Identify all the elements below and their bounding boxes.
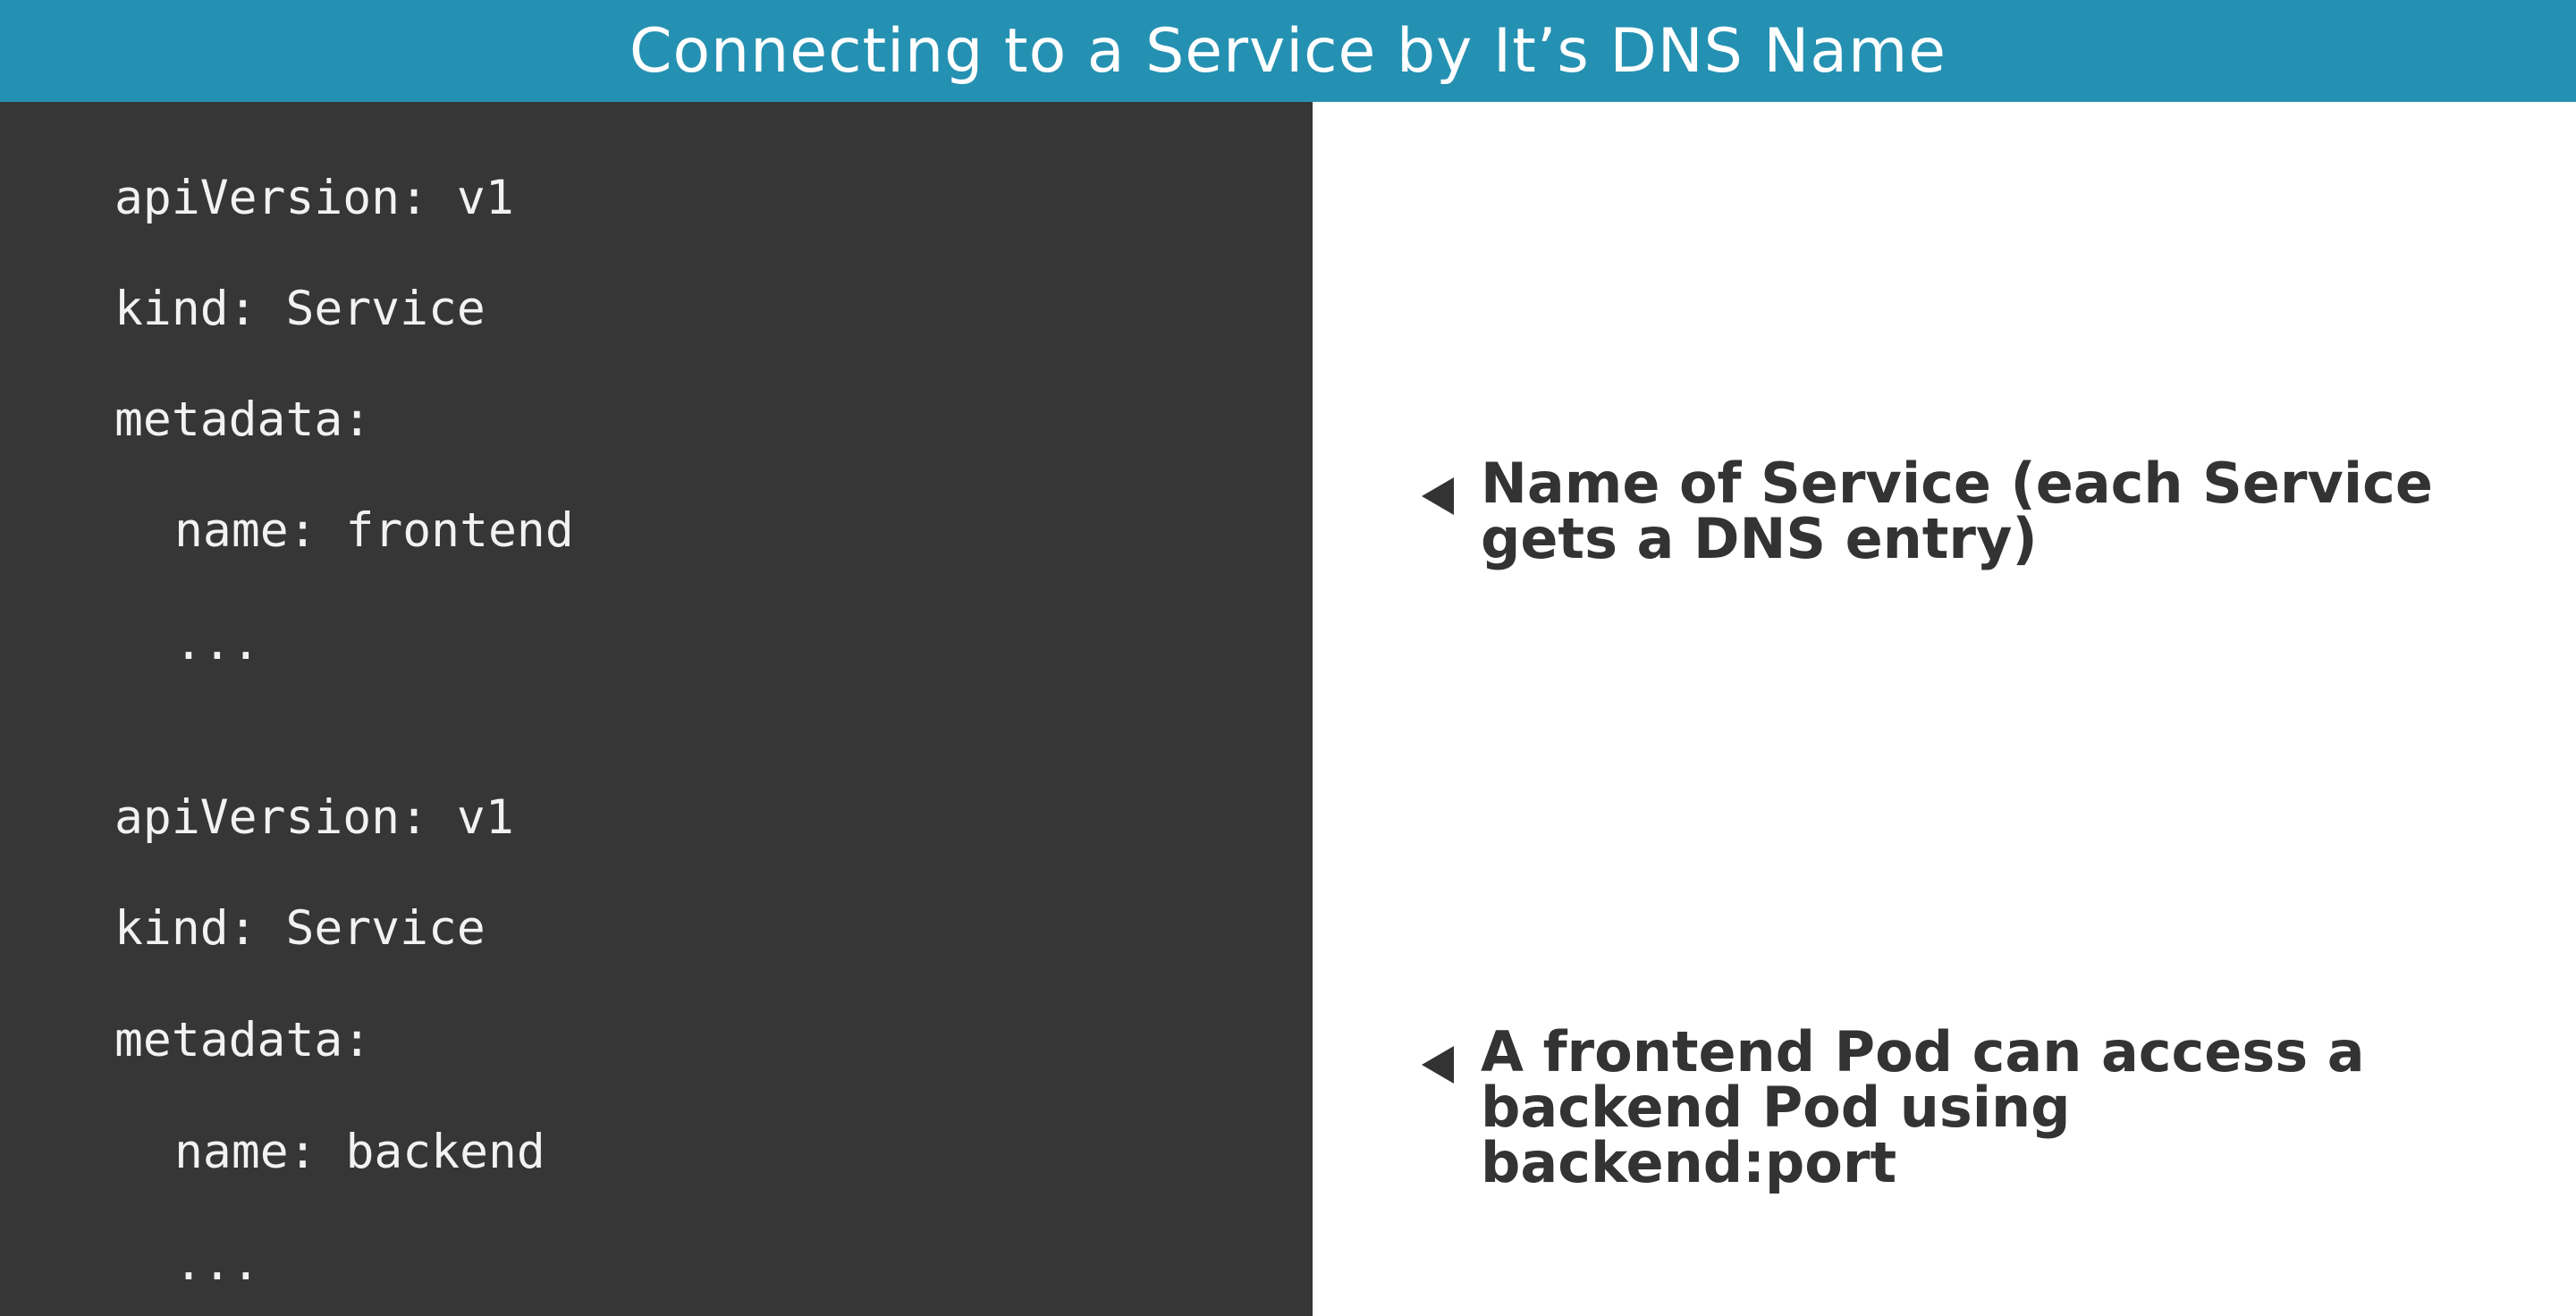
code-line-name-frontend: name: frontend <box>174 503 574 558</box>
code-line-metadata-1: metadata: <box>114 392 372 447</box>
code-line-ellipsis-2: ... <box>174 1236 260 1291</box>
left-arrow-icon <box>1422 1046 1454 1084</box>
note-text: A frontend Pod can access a backend Pod … <box>1481 1025 2365 1191</box>
code-panel: apiVersion: v1 kind: Service metadata: n… <box>0 102 1313 1316</box>
slide-title: Connecting to a Service by It’s DNS Name <box>629 15 1947 87</box>
note-backend-access: A frontend Pod can access a backend Pod … <box>1422 1025 2495 1191</box>
code-line-name-backend: name: backend <box>174 1125 545 1179</box>
code-line-ellipsis-1: ... <box>174 616 260 671</box>
code-line-metadata-2: metadata: <box>114 1013 372 1067</box>
code-line-apiversion-2: apiVersion: v1 <box>114 790 514 845</box>
code-line-kind-1: kind: Service <box>114 282 486 336</box>
note-line: backend:port <box>1481 1130 1897 1195</box>
note-service-name: Name of Service (each Service gets a DNS… <box>1422 456 2495 567</box>
title-bar: Connecting to a Service by It’s DNS Name <box>0 0 2576 102</box>
left-arrow-icon <box>1422 477 1454 515</box>
note-line: Name of Service (each Service <box>1481 451 2433 516</box>
code-line-kind-2: kind: Service <box>114 901 486 956</box>
note-line: gets a DNS entry) <box>1481 506 2038 571</box>
code-line-apiversion-1: apiVersion: v1 <box>114 171 514 225</box>
note-line: backend Pod using <box>1481 1075 2071 1140</box>
note-text: Name of Service (each Service gets a DNS… <box>1481 456 2433 567</box>
note-line: A frontend Pod can access a <box>1481 1019 2365 1084</box>
